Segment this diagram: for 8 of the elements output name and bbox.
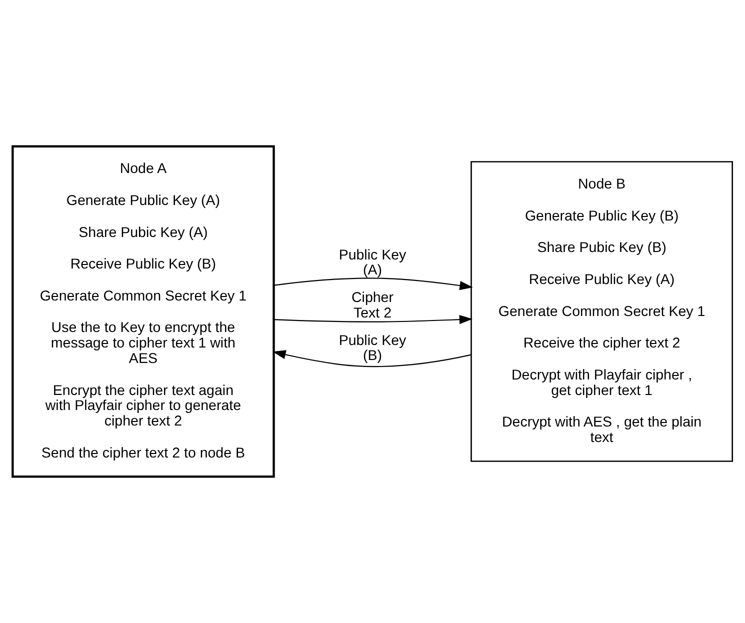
arrow [274,278,473,290]
node-box: Node A Generate Public Key (A) Share Pubic Key (A) Receive Public Key (B) Generate Common Secret Key 1 Use the to Key to encrypt the message to cipher text 1 with AES Encrypt the cipher text again with Playfair cipher to generate cipher text 2 Send the cipher text 2 to node B [12,145,275,478]
edge-label: Public Key (B) [338,332,406,364]
arrow [274,314,473,324]
edge-label: Public Key (A) [338,247,406,279]
edge-label: Cipher Text 2 [352,290,394,322]
node-box: Node B Generate Public Key (B) Share Pubic Key (B) Receive Public Key (A) Generate Common Secret Key 1 Receive the cipher text 2 Decrypt with Playfair cipher , get cipher text 1 Decrypt with AES , get the plain text [470,161,733,462]
arrow [272,350,472,368]
